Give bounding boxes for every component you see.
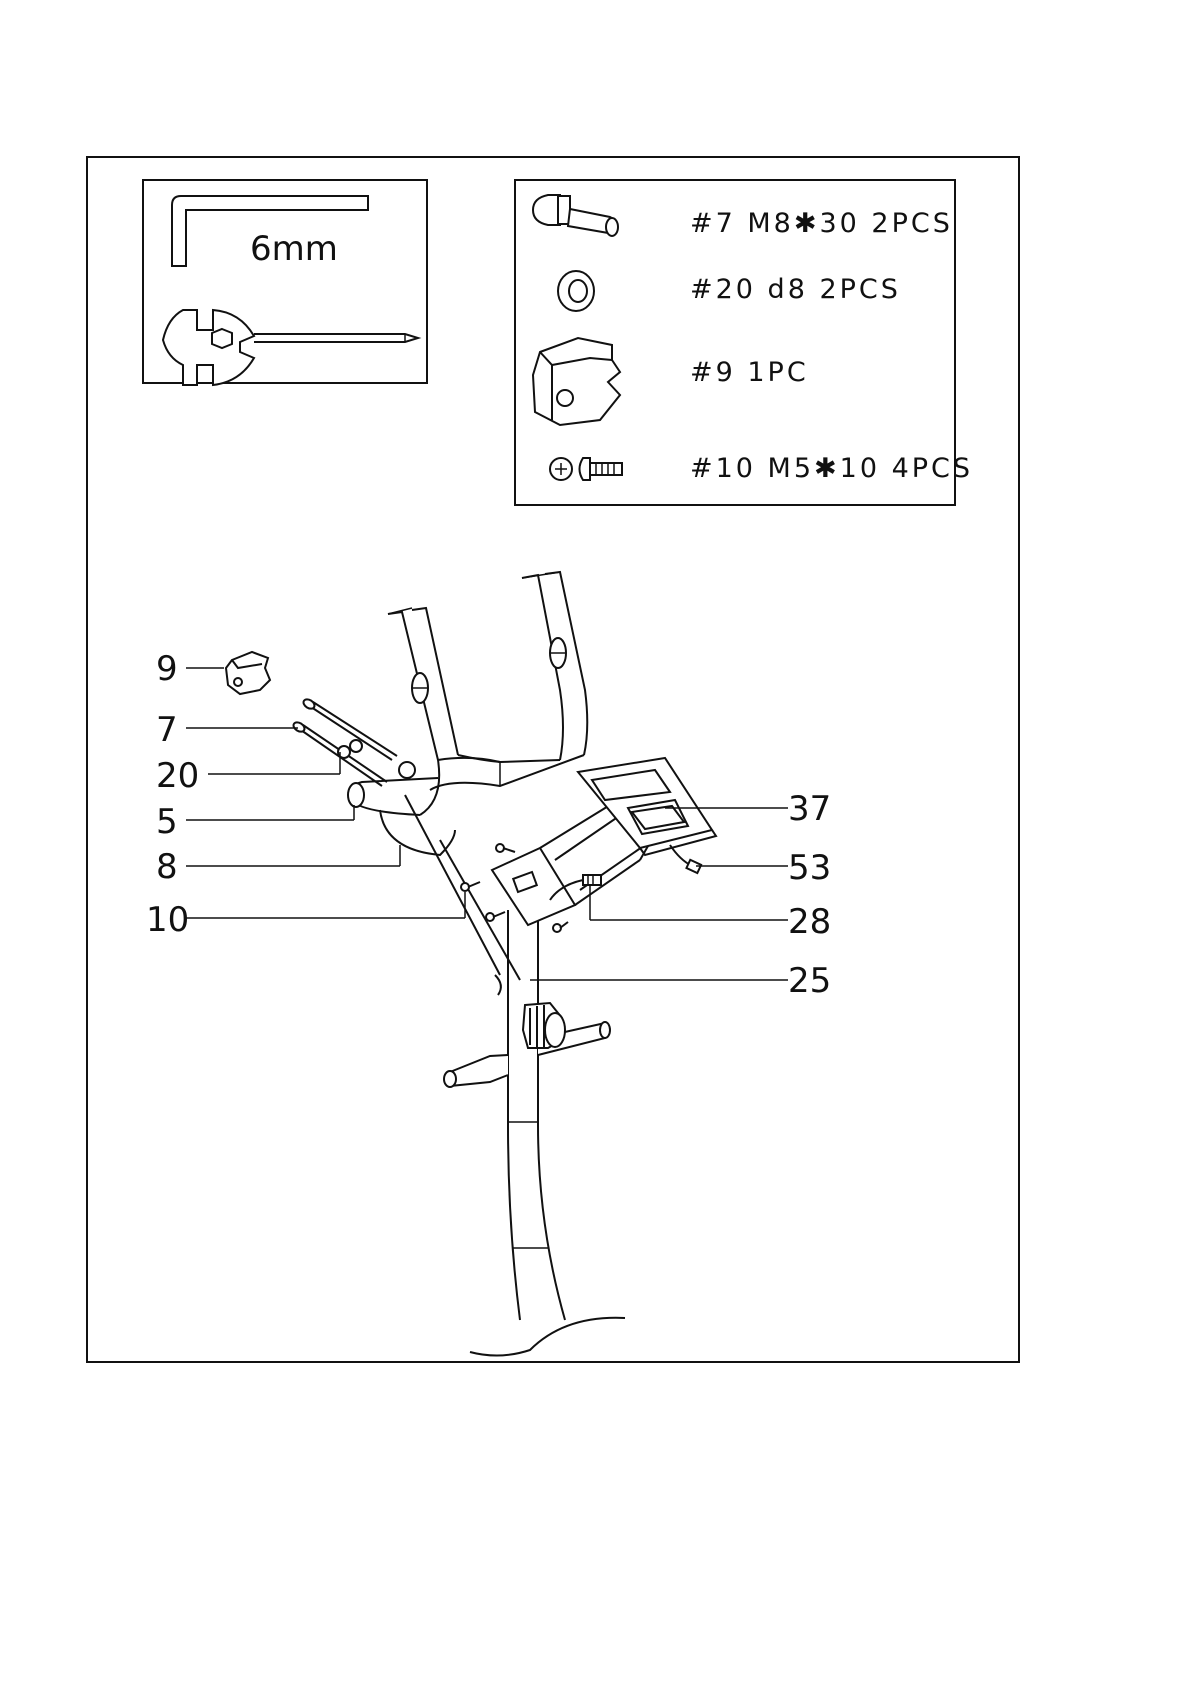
hardware-item-10: #10 M5✱10 4PCS — [690, 453, 973, 484]
callout-8: 8 — [156, 847, 178, 887]
hex-key-size-label: 6mm — [250, 229, 338, 269]
callout-9: 9 — [156, 649, 178, 689]
callout-37: 37 — [788, 789, 831, 829]
washer-icon — [558, 271, 594, 311]
callout-20: 20 — [156, 756, 199, 796]
callout-53: 53 — [788, 848, 831, 888]
hardware-box: #7 M8✱30 2PCS #20 d8 2PCS #9 1PC — [515, 180, 973, 505]
cover-icon — [533, 338, 620, 425]
callout-28: 28 — [788, 902, 831, 942]
hardware-item-7: #7 M8✱30 2PCS — [690, 208, 953, 239]
hardware-item-9: #9 1PC — [690, 357, 809, 388]
tools-box: 6mm — [143, 180, 427, 385]
bar-mount — [399, 762, 415, 778]
callout-10: 10 — [146, 900, 189, 940]
callout-25: 25 — [788, 961, 831, 1001]
callout-5: 5 — [156, 802, 178, 842]
hardware-item-20: #20 d8 2PCS — [690, 274, 901, 305]
callout-7: 7 — [156, 710, 178, 750]
